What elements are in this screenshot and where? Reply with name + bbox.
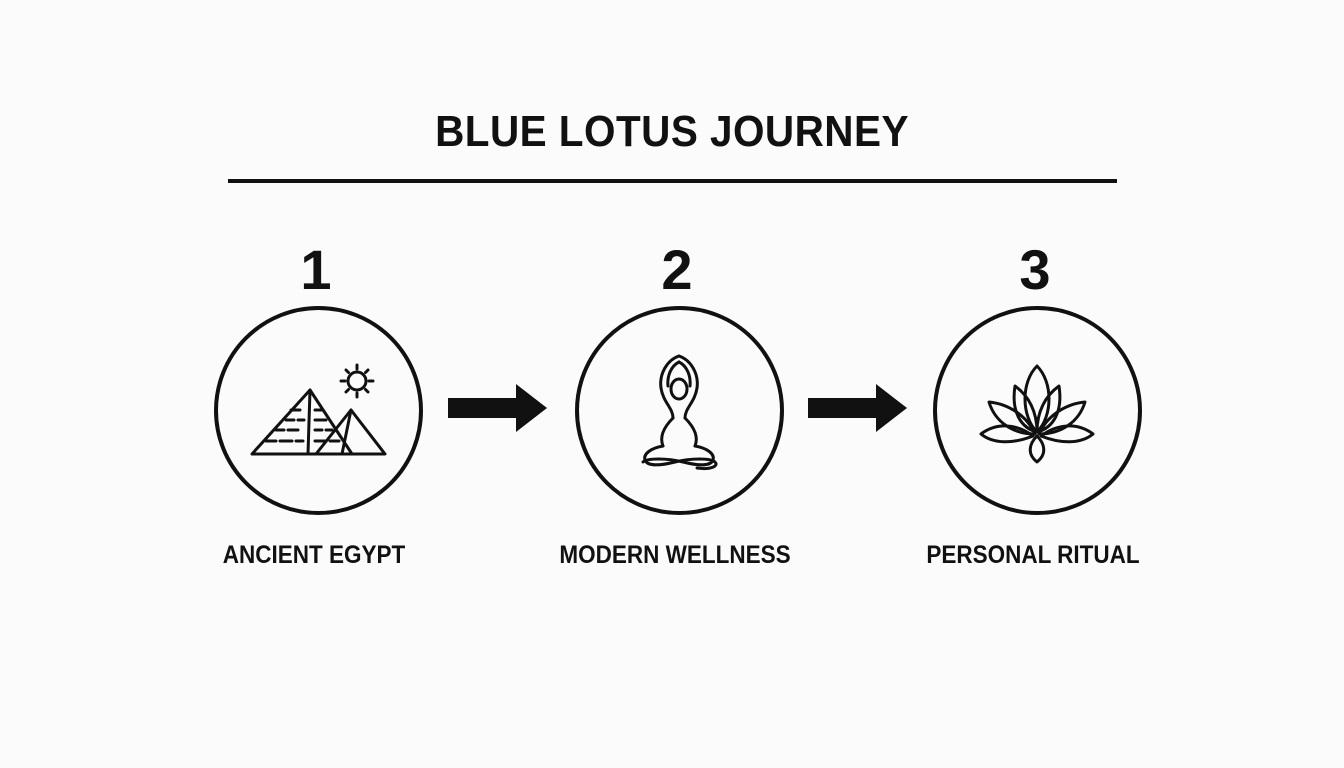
arrow-right-icon <box>808 384 907 432</box>
step-3-number: 3 <box>1019 238 1051 301</box>
meditation-figure-icon <box>641 354 718 470</box>
step-1-label: ANCIENT EGYPT <box>222 541 406 569</box>
title-divider <box>228 179 1117 183</box>
lotus-flower-icon <box>979 364 1095 464</box>
pyramids-sun-icon <box>250 363 387 456</box>
arrow-right-icon <box>448 384 547 432</box>
step-2-circle <box>575 306 784 515</box>
step-2-number: 2 <box>661 238 693 301</box>
step-1-circle <box>214 306 423 515</box>
step-3-label: PERSONAL RITUAL <box>926 541 1140 569</box>
diagram-title: BLUE LOTUS JOURNEY <box>435 107 909 156</box>
step-2-label: MODERN WELLNESS <box>559 541 791 569</box>
step-1-number: 1 <box>300 238 332 301</box>
step-3-circle <box>933 306 1142 515</box>
